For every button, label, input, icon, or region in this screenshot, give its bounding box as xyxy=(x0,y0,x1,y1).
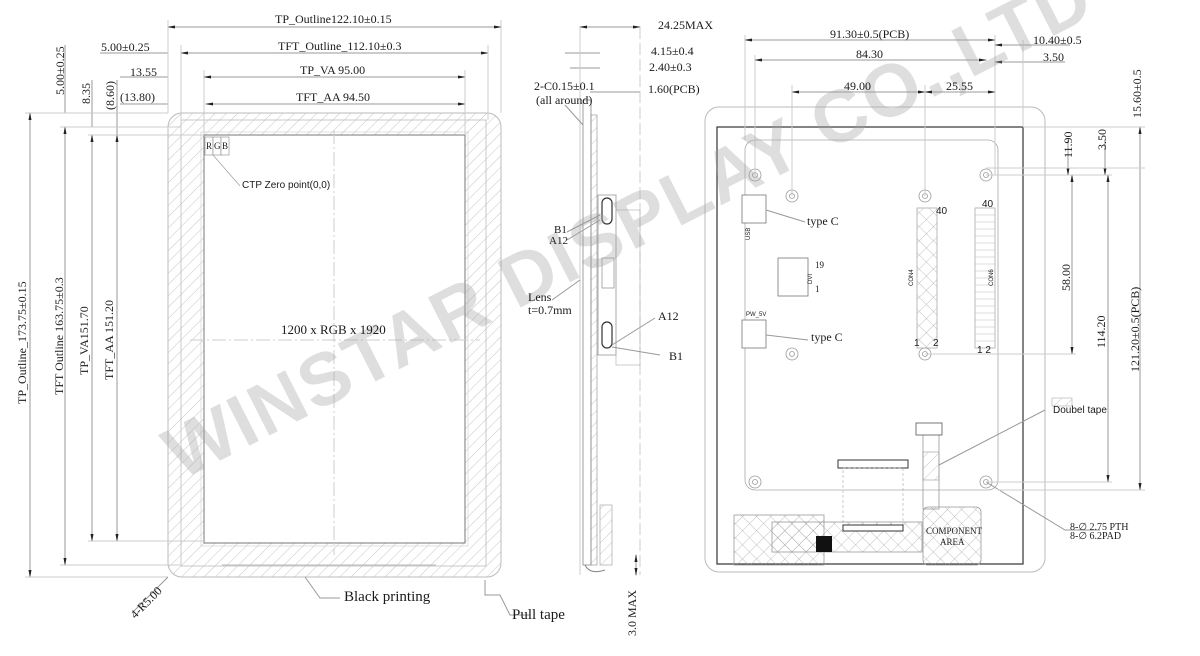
dim-right-offset: 10.40±0.5 xyxy=(1033,33,1082,47)
front-view xyxy=(25,20,530,616)
dim-offset-tft-outline: 5.00±0.25 xyxy=(101,40,150,54)
dim-right-offset-2: 3.50 xyxy=(1043,50,1064,64)
dim-total-thickness: 24.25MAX xyxy=(658,18,714,32)
con4-pin-40: 40 xyxy=(936,206,948,217)
pull-tape-label: Pull tape xyxy=(512,607,565,623)
dim-pcb-width: 91.30±0.5(PCB) xyxy=(830,27,910,41)
chamfer-note: (all around) xyxy=(536,93,593,107)
con6-pin-40: 40 xyxy=(982,199,994,210)
dim-hole-span: 84.30 xyxy=(856,47,883,61)
power-type-c-label: type C xyxy=(811,330,843,344)
chamfer-label: 2-C0.15±0.1 xyxy=(534,79,595,93)
con4-silk-label: CON4 xyxy=(909,269,915,286)
dim-tft-aa-height: TFT_AA 151.20 xyxy=(102,299,116,380)
dim-pcb-height: 121.20±0.5(PCB) xyxy=(1128,286,1142,372)
dim-bottom-max: 3.0 MAX xyxy=(625,589,639,636)
con6-pin-1-2: 1 2 xyxy=(977,345,991,356)
resolution-label: 1200 x RGB x 1920 xyxy=(281,322,386,337)
lens-label: Lens xyxy=(528,290,552,304)
con4-pin-2: 2 xyxy=(933,338,939,349)
component-area-label-2: AREA xyxy=(940,537,965,547)
pin-a12-top: A12 xyxy=(549,235,568,247)
power-silk-label: PW_5V xyxy=(746,312,767,318)
dim-top-offset: 15.60±0.5 xyxy=(1130,69,1144,118)
dim-tp-outline-height: TP_Outline_173.75±0.15 xyxy=(15,281,29,404)
pin-b1-top: B1 xyxy=(554,224,567,236)
tp-outline-back xyxy=(704,106,1046,573)
dim-tft-outline-height: TFT Outline 163.75±0.3 xyxy=(52,277,66,395)
con6-silk-label: CON6 xyxy=(989,269,995,286)
back-view xyxy=(704,35,1145,573)
pin-b1-bottom: B1 xyxy=(669,349,684,363)
pcb xyxy=(744,139,999,491)
dim-49: 49.00 xyxy=(844,79,871,93)
side-view xyxy=(551,25,661,576)
rgb-cell-b: B xyxy=(222,141,229,151)
dim-thickness-2: 2.40±0.3 xyxy=(649,60,692,74)
dim-offset-left-tft-outline: 5.00±0.25 xyxy=(53,46,67,95)
rgb-cell-r: R xyxy=(206,141,213,151)
usb-type-c-label: type C xyxy=(807,214,839,228)
dim-pcb-thickness: 1.60(PCB) xyxy=(648,82,700,96)
con4-pin-1: 1 xyxy=(914,338,920,349)
hole-pth-label: 8-∅ 2.75 PTH xyxy=(1070,522,1129,533)
dim-3-50: 3.50 xyxy=(1095,129,1109,150)
component-area-label-1: COMPONENT xyxy=(926,526,983,536)
dvi-pin-19: 19 xyxy=(815,260,824,270)
tft-back xyxy=(716,126,1024,565)
dim-offset-tp-va: 13.55 xyxy=(130,65,157,79)
dim-25-55: 25.55 xyxy=(946,79,973,93)
double-tape-label: Doubel tape xyxy=(1053,405,1107,416)
dim-114-20: 114.20 xyxy=(1094,315,1108,348)
ctp-zero-point-label: CTP Zero point(0,0) xyxy=(242,180,331,191)
dim-tft-aa-width: TFT_AA 94.50 xyxy=(296,90,371,104)
dim-offset-left-tp-va: 8.35 xyxy=(79,83,93,104)
dim-offset-left-tft-aa: (8.60) xyxy=(103,81,117,110)
dim-thickness-1: 4.15±0.4 xyxy=(651,44,694,58)
lens-thickness: t=0.7mm xyxy=(528,303,572,317)
dim-11-90: 11.90 xyxy=(1061,131,1075,158)
dim-tp-va-height: TP_VA151.70 xyxy=(77,306,91,375)
con4-header xyxy=(916,207,938,349)
dim-offset-tft-aa: (13.80) xyxy=(120,90,155,104)
ic-chip xyxy=(816,536,832,552)
dvi-silk-label: DVI xyxy=(808,273,814,284)
dvi-pin-1: 1 xyxy=(815,284,820,294)
dim-tp-outline-width: TP_Outline122.10±0.15 xyxy=(275,12,392,26)
hole-pad-label: 8-∅ 6.2PAD xyxy=(1070,531,1122,542)
pin-a12-bottom: A12 xyxy=(658,309,679,323)
usb-silk-label: USB xyxy=(746,227,752,240)
black-printing-label: Black printing xyxy=(344,589,431,605)
dim-tft-outline-width: TFT_Outline_112.10±0.3 xyxy=(278,39,402,53)
dim-58: 58.00 xyxy=(1059,264,1073,291)
rgb-cell-g: G xyxy=(214,141,221,151)
dim-tp-va-width: TP_VA 95.00 xyxy=(300,63,366,77)
